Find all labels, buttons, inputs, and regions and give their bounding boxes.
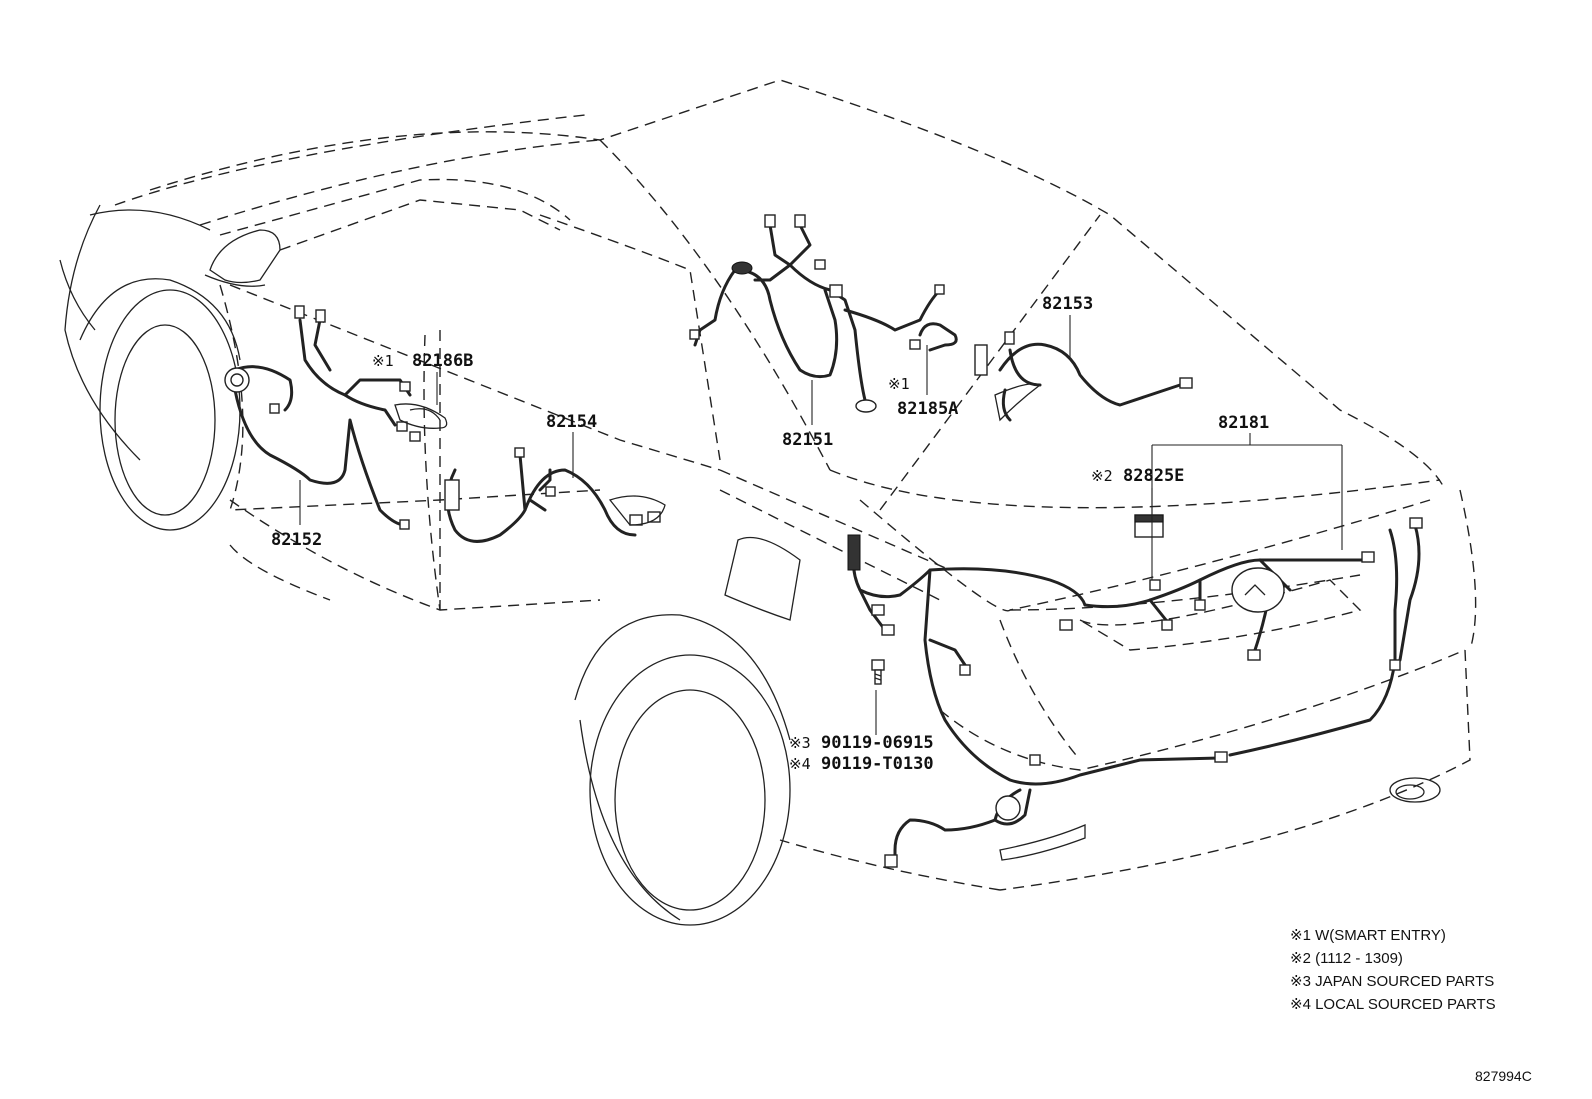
note-mark-90119-T0130: ※4: [789, 755, 811, 773]
legend-item-1: ※1 W(SMART ENTRY): [1290, 927, 1446, 944]
note-mark-82825E: ※2: [1091, 467, 1113, 485]
part-82186B-handle: [394, 403, 448, 429]
car-body-outline: [59, 79, 1477, 926]
part-label-82185A: 82185A: [897, 399, 958, 419]
part-label-82151: 82151: [782, 430, 833, 450]
part-label-82154: 82154: [546, 412, 597, 432]
harness-82181-trunk: [847, 517, 1423, 868]
note-mark-82186B: ※1: [372, 352, 394, 370]
part-labels: ※1 82186B 82154 82152 82151 ※1 82185A 82…: [271, 294, 1269, 774]
part-label-82186B: 82186B: [412, 351, 473, 371]
note-mark-90119-06915: ※3: [789, 734, 811, 752]
part-label-90119-06915: 90119-06915: [821, 733, 934, 753]
part-90119-bolt: [871, 659, 885, 685]
part-82825E-relay: [1134, 514, 1164, 538]
footnote-legend: ※1 W(SMART ENTRY) ※2 (1112 - 1309) ※3 JA…: [1290, 924, 1496, 1016]
leader-lines: [299, 315, 1343, 735]
legend-item-2: ※2 (1112 - 1309): [1290, 950, 1403, 967]
harness-82154-rear-door: [444, 447, 666, 543]
harness-82152-front-door: [224, 305, 421, 530]
part-label-82825E: 82825E: [1123, 466, 1184, 486]
harness-82185A-roof: [909, 322, 958, 352]
part-label-82152: 82152: [271, 530, 322, 550]
part-label-90119-T0130: 90119-T0130: [821, 754, 934, 774]
harness-82153-roof-rear: [974, 331, 1193, 422]
legend-item-3: ※3 JAPAN SOURCED PARTS: [1290, 973, 1495, 990]
note-mark-82185A: ※1: [888, 375, 910, 393]
diagram-reference-code: 827994C: [1475, 1068, 1532, 1084]
part-label-82153: 82153: [1042, 294, 1093, 314]
harness-82151-roof-center: [689, 214, 945, 413]
part-label-82181: 82181: [1218, 413, 1269, 433]
legend-item-4: ※4 LOCAL SOURCED PARTS: [1290, 996, 1496, 1013]
